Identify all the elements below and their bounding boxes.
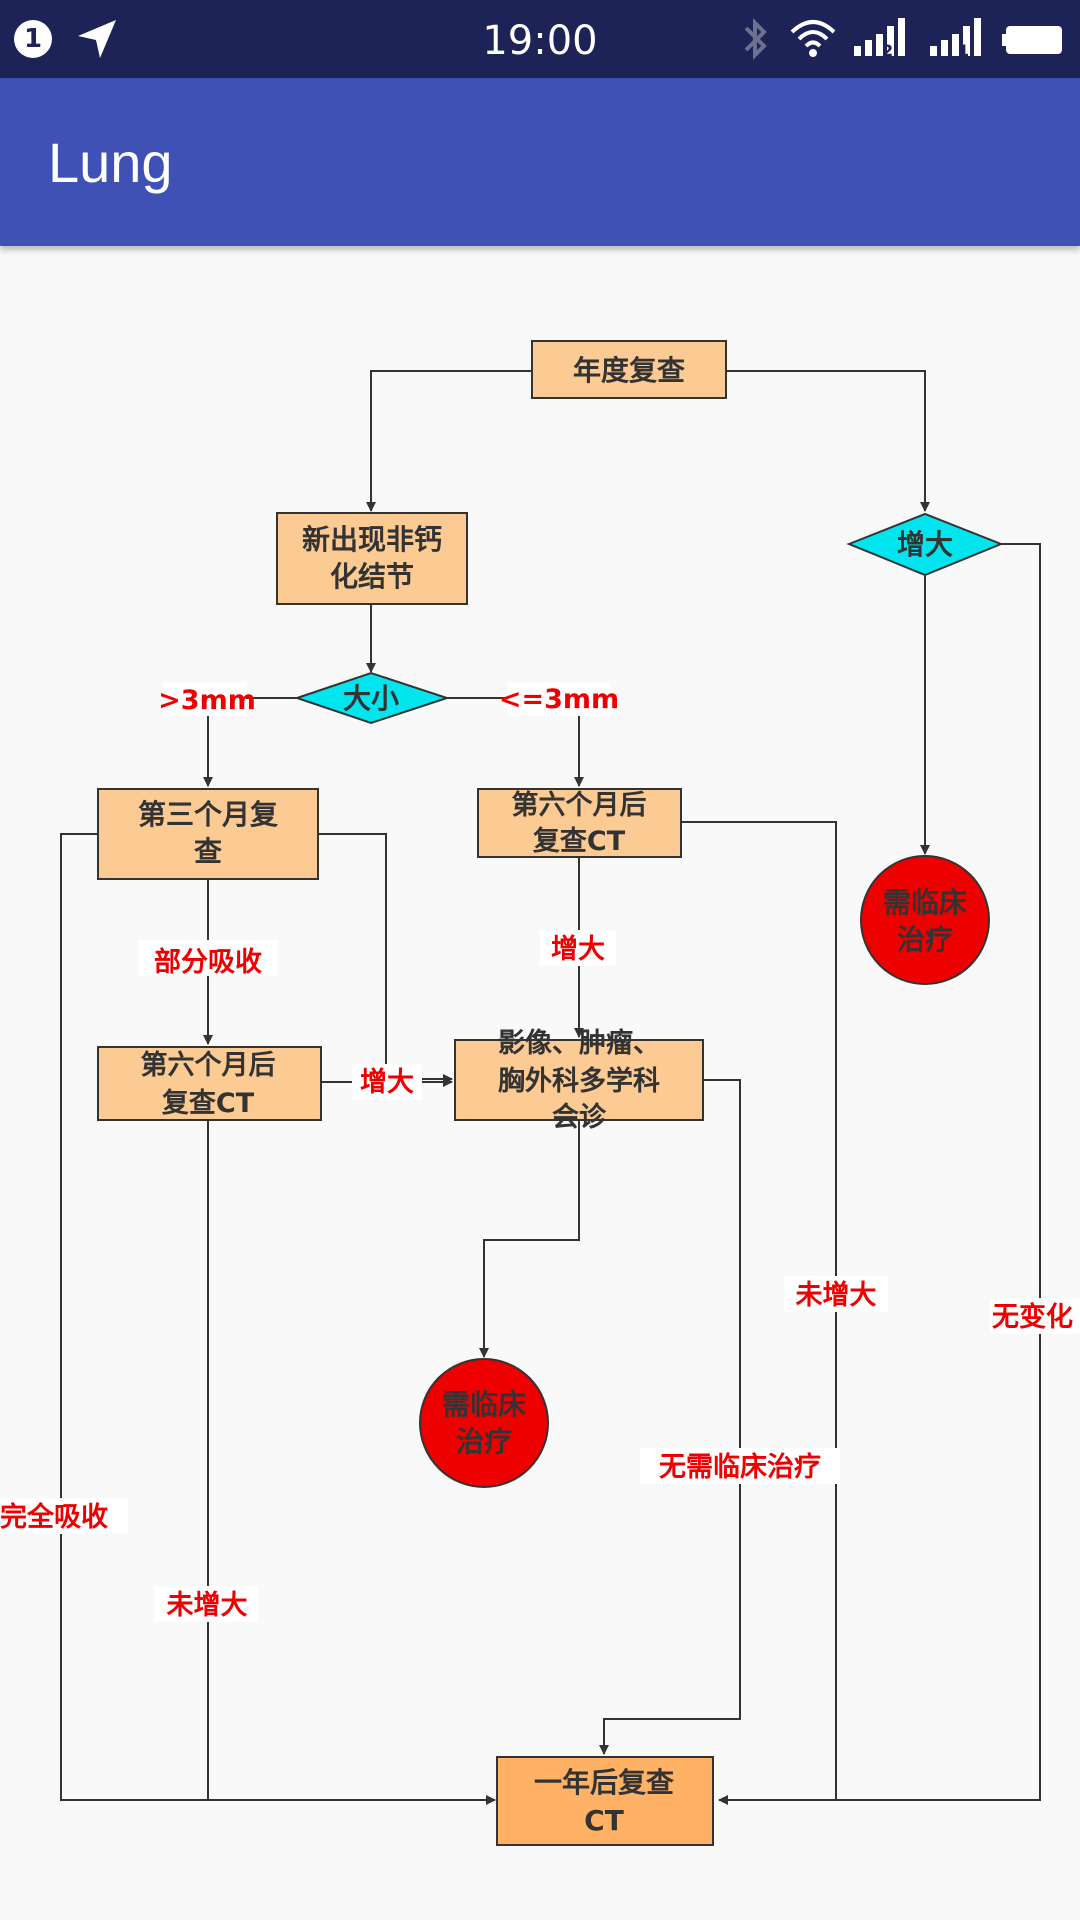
edge-label-no-clinical-treatment: 无需临床治疗	[659, 1451, 821, 1483]
edge-label-enlarged-center: 增大	[551, 933, 605, 965]
edge-label-gt-3mm: >3mm	[158, 685, 256, 716]
node-clinical-treatment-mid	[419, 1358, 549, 1488]
edge-annual-to-enlarged	[726, 370, 930, 512]
node-sixth-month-right-box	[477, 788, 682, 858]
app-bar: Lung	[0, 78, 1080, 246]
node-sixth-month-right-label-2: 复查CT	[533, 826, 626, 857]
flowchart-canvas: 年度复查 新出现非钙 化结节 大小 增大 第三个月复 查 第六个月后 复查CT …	[0, 246, 1080, 1920]
node-clinical-treatment-top-label-2: 治疗	[897, 923, 953, 956]
battery-icon	[1002, 26, 1062, 54]
edge-label-le-3mm: <=3mm	[499, 684, 619, 715]
edge-label-not-enlarged-left: 未增大	[167, 1589, 248, 1621]
node-sixth-month-right-label-1: 第六个月后	[512, 789, 647, 821]
node-clinical-treatment-top	[860, 855, 990, 985]
wifi-icon	[790, 20, 836, 57]
node-size-decision	[293, 671, 451, 725]
sim1-label: 1	[958, 41, 969, 60]
node-clinical-treatment-mid-label-1: 需临床	[442, 1388, 526, 1421]
node-one-year-ct-box	[496, 1756, 714, 1846]
edge-mdt-no-treatment	[599, 1079, 741, 1755]
node-annual-review-box	[531, 340, 727, 399]
status-bar: 1 19:00 2 1	[0, 0, 1080, 78]
bluetooth-icon	[744, 18, 767, 60]
node-third-month-label-2: 查	[194, 835, 222, 868]
node-third-month-box	[97, 788, 319, 880]
flowchart-svg: 年度复查 新出现非钙 化结节 大小 增大 第三个月复 查 第六个月后 复查CT …	[0, 340, 1080, 1846]
notification-badge: 1	[14, 20, 52, 58]
node-enlarged-decision	[846, 512, 1004, 577]
node-sixth-month-left-box	[97, 1046, 322, 1121]
edge-label-partial-absorption: 部分吸收	[154, 946, 262, 978]
edge-mdt-to-treatment	[479, 1120, 580, 1358]
node-one-year-ct-label-1: 一年后复查	[534, 1766, 674, 1799]
edge-enlarged-no-change	[718, 543, 1041, 1805]
node-annual-review-label: 年度复查	[573, 354, 685, 387]
edge-third-month-complete-absorption	[60, 833, 496, 1805]
edge-annual-to-new-nodule	[366, 370, 532, 512]
node-new-nodule-label-1: 新出现非钙	[302, 523, 442, 556]
edge-labels: >3mm <=3mm 部分吸收 增大 增大 未增大 无变化 无需临床治疗 完全吸…	[0, 684, 1073, 1621]
node-sixth-month-left-label-2: 复查CT	[162, 1088, 255, 1119]
node-mdt-label-3: 会诊	[552, 1101, 607, 1133]
signal-sim2-icon: 2	[854, 18, 905, 60]
node-clinical-treatment-top-label-1: 需临床	[883, 886, 967, 919]
edge-third-month-to-mdt	[318, 833, 453, 1084]
edge-label-not-enlarged-right: 未增大	[796, 1279, 877, 1311]
node-mdt-label-2: 胸外科多学科	[498, 1065, 660, 1097]
node-mdt-box	[454, 1039, 704, 1121]
edge-label-no-change: 无变化	[992, 1301, 1073, 1333]
edge-label-complete-absorption: 完全吸收	[0, 1501, 108, 1533]
location-arrow-icon	[78, 20, 116, 58]
node-mdt-label-1: 影像、肿瘤、	[498, 1027, 660, 1059]
node-enlarged-decision-label: 增大	[897, 528, 953, 561]
signal-sim1-icon: 1	[930, 18, 981, 60]
edge-label-backgrounds	[0, 682, 1080, 1622]
node-new-nodule-label-2: 化结节	[330, 560, 414, 593]
clock: 19:00	[482, 18, 598, 64]
node-one-year-ct-label-2: CT	[584, 1804, 624, 1837]
node-third-month-label-1: 第三个月复	[138, 798, 278, 831]
sim2-label: 2	[882, 41, 893, 60]
edge-label-enlarged-left: 增大	[360, 1066, 414, 1098]
node-new-nodule-box	[276, 512, 468, 605]
node-sixth-month-left-label-1: 第六个月后	[141, 1049, 276, 1081]
node-clinical-treatment-mid-label-2: 治疗	[456, 1425, 512, 1458]
node-size-decision-label: 大小	[343, 682, 399, 715]
app-title: Lung	[48, 131, 173, 194]
